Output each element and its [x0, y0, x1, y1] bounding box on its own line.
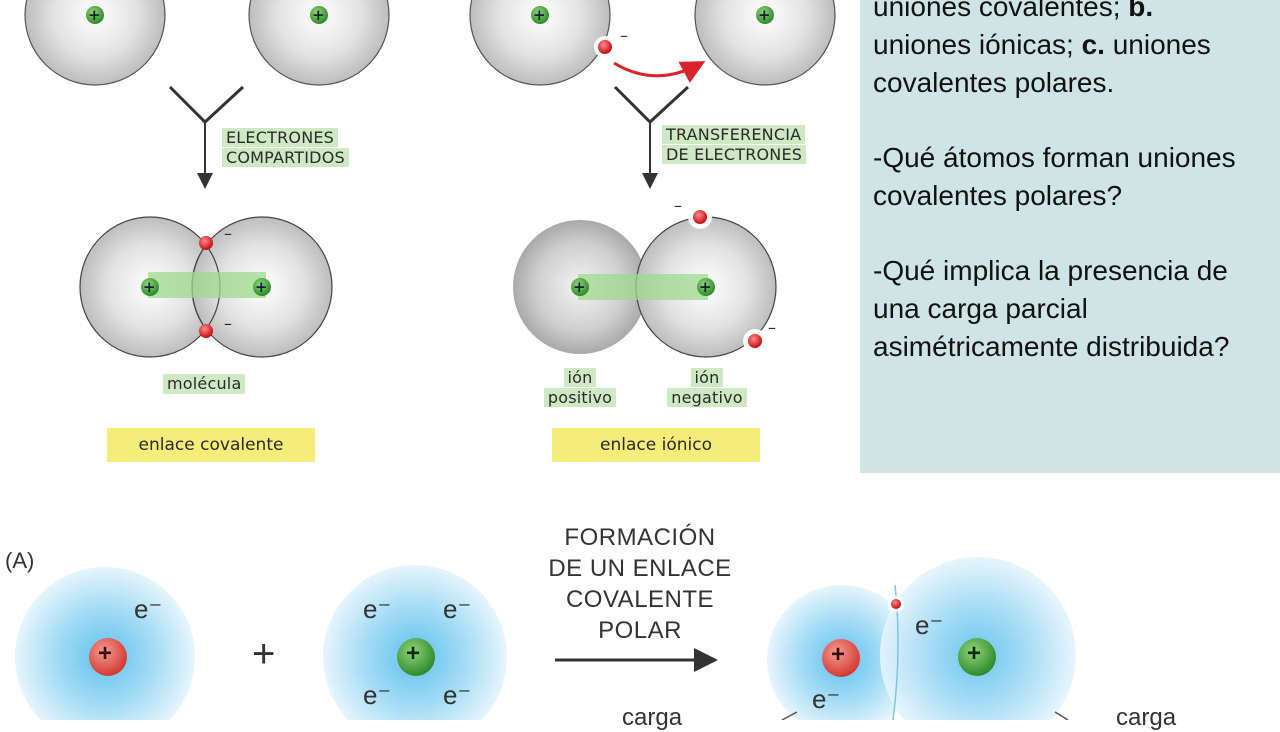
nucleus-plus: + [255, 278, 268, 296]
electron-icon [199, 236, 213, 250]
nucleus-icon [571, 278, 589, 296]
electron-symbol: e⁻ [443, 594, 472, 624]
nucleus-positive-icon [397, 638, 435, 676]
partial-charge-label-left: carga [622, 704, 683, 731]
shared-bond-band [148, 272, 266, 298]
nucleus-plus: + [699, 278, 712, 296]
atom-top-mid-2 [694, 0, 836, 86]
covalent-top-atoms [24, 0, 390, 86]
electron-symbol: e⁻ [812, 684, 841, 714]
nucleus-plus: + [143, 278, 156, 296]
nucleus-plus: + [88, 6, 101, 24]
nucleus-plus: + [98, 640, 113, 667]
nucleus-plus: + [831, 641, 846, 668]
electron-icon [693, 210, 707, 224]
electron-minus: – [620, 26, 629, 45]
transfer-arrow-icon [613, 61, 706, 84]
electron-icon [199, 324, 213, 338]
nucleus-icon [310, 6, 328, 24]
nucleus-icon [253, 278, 271, 296]
electron-symbol: e⁻ [363, 680, 392, 710]
nucleus-icon [697, 278, 715, 296]
nucleus-icon [531, 6, 549, 24]
nucleus-icon [756, 6, 774, 24]
positive-ion-label: ión positivo [540, 368, 620, 408]
ionic-pair [513, 205, 777, 358]
question-1: -Qué átomos forman uniones covalentes po… [873, 142, 1236, 211]
nucleus-positive-icon [958, 638, 996, 676]
covalent-molecule [79, 216, 333, 358]
electron-symbol: e⁻ [363, 594, 392, 624]
nucleus-positive-icon [822, 639, 860, 677]
question-panel: uniones covalentes; b. uniones iónicas; … [860, 0, 1280, 473]
atom-top-left-2 [248, 0, 390, 86]
formation-label: FORMACIÓN DE UN ENLACE COVALENTE POLAR [548, 524, 732, 644]
ionic-top-atoms [469, 0, 836, 86]
nucleus-icon [86, 6, 104, 24]
molecule-label: molécula [163, 374, 246, 394]
nucleus-icon [141, 278, 159, 296]
electron-symbol: e⁻ [134, 594, 163, 624]
nucleus-plus: + [533, 6, 546, 24]
nucleus-plus: + [573, 278, 586, 296]
question-2: -Qué implica la presencia de una carga p… [873, 255, 1230, 362]
transfer-electrons-label: TRANSFERENCIA DE ELECTRONES [662, 125, 807, 165]
atom-top-mid-1 [469, 0, 611, 86]
answer-text: uniones covalentes; b. uniones iónicas; … [873, 0, 1211, 98]
negative-ion-label: ión negativo [664, 368, 750, 408]
electron-minus: – [768, 318, 777, 337]
ionic-merge-arrow [613, 85, 690, 189]
electron-symbol: e⁻ [443, 680, 472, 710]
electron-symbol: e⁻ [915, 610, 944, 640]
partial-charge-label-right: carga [1116, 704, 1177, 731]
nucleus-plus: + [967, 640, 982, 667]
panel-label: (A) [5, 548, 35, 573]
electron-icon [598, 40, 612, 54]
polar-row [15, 557, 1076, 720]
electron-icon [891, 599, 901, 609]
electron-icon [748, 334, 762, 348]
plus-operator: + [252, 632, 276, 676]
nucleus-plus: + [406, 640, 421, 667]
nucleus-positive-icon [89, 638, 127, 676]
electron-minus: – [674, 196, 683, 215]
electron-minus: – [224, 224, 233, 243]
electron-minus: – [224, 314, 233, 333]
covalent-bond-label: enlace covalente [107, 428, 315, 462]
atom-top-left-1 [24, 0, 166, 86]
nucleus-plus: + [758, 6, 771, 24]
shared-electrons-label: ELECTRONES COMPARTIDOS [222, 128, 349, 168]
nucleus-plus: + [312, 6, 325, 24]
ionic-bond-band [578, 274, 708, 300]
ionic-bond-label: enlace iónico [552, 428, 760, 462]
covalent-merge-arrow [168, 85, 245, 189]
